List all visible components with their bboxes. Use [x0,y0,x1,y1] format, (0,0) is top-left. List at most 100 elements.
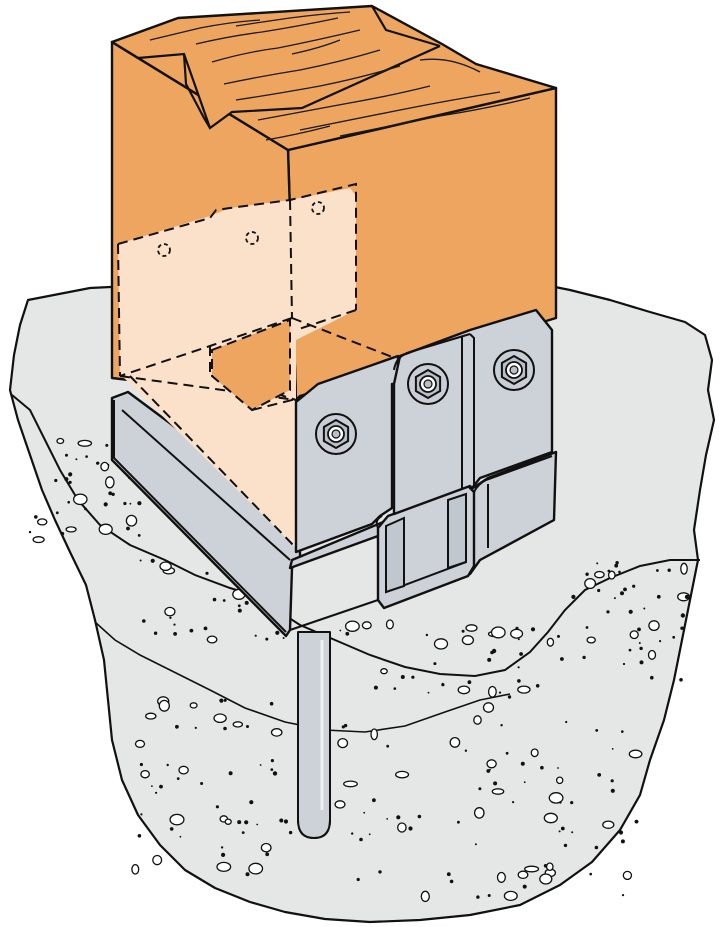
aggregate-dot [166,763,169,767]
aggregate-stone [140,769,150,779]
aggregate-stone [420,890,430,903]
aggregate-stone [433,638,449,650]
hex-bolt-icon [315,413,357,455]
aggregate-stone [530,748,539,758]
aggregate-dot [244,600,249,605]
aggregate-stone [65,526,77,533]
aggregate-stone [178,765,189,775]
aggregate-dot [679,678,683,682]
aggregate-dot [139,762,143,767]
aggregate-dot [585,626,589,629]
aggregate-dot [368,833,371,836]
aggregate-dot [628,609,633,614]
aggregate-dot [386,818,389,820]
aggregate-dot [341,725,345,729]
aggregate-stone [145,712,157,720]
aggregate-dot [594,845,599,850]
aggregate-dot [493,781,498,786]
aggregate-dot [656,569,659,572]
aggregate-dot [169,827,174,831]
aggregate-dot [517,666,520,669]
aggregate-dot [558,830,561,833]
aggregate-stone [543,812,558,824]
aggregate-dot [639,660,644,665]
aggregate-dot [129,502,132,505]
hex-bolts [315,349,535,455]
aggregate-stone [361,621,372,630]
aggregate-dot [623,587,627,592]
aggregate-stone [206,635,218,644]
aggregate-dot [189,628,194,633]
aggregate-stone [98,523,113,536]
aggregate-dot [288,830,293,835]
aggregate-dot [634,819,639,824]
aggregate-dot [179,835,182,838]
aggregate-dot [212,597,217,602]
aggregate-dot [137,534,141,537]
aggregate-dot [194,726,197,730]
aggregate-stone [473,807,485,819]
aggregate-stone [586,636,596,644]
aggregate-stone [337,737,349,749]
aggregate-dot [245,872,250,877]
aggregate-stone [473,715,482,725]
aggregate-stone [72,493,88,506]
aggregate-dot [563,843,568,848]
wood-grain-line [339,97,531,137]
aggregate-dot [487,894,491,897]
aggregate-stone [344,620,360,632]
aggregate-stone [56,437,65,445]
aggregate-dot [457,820,460,824]
aggregate-dot [222,599,226,602]
aggregate-stone [457,685,471,695]
aggregate-dot [446,872,451,877]
aggregate-dot [265,852,270,857]
aggregate-dot [478,787,482,791]
aggregate-stone [524,865,540,873]
aggregate-dot [155,791,158,794]
aggregate-dot [254,634,257,637]
aggregate-dot [153,631,158,635]
aggregate-dot [505,751,509,755]
aggregate-stone [32,536,45,544]
aggregate-dot [582,655,586,660]
aggregate-dot [596,562,599,565]
aggregate-dot [176,777,180,780]
aggregate-dot [618,830,624,835]
aggregate-dot [560,826,565,831]
wood-grain-line [419,58,481,73]
wood-grain-line [195,17,339,45]
aggregate-stone [334,800,346,809]
aggregate-dot [339,629,342,632]
aggregate-dot [530,627,536,632]
aggregate-dot [140,813,143,816]
aggregate-dot [610,788,615,793]
wood-grain-line [299,91,501,131]
aggregate-dot [441,682,444,685]
aggregate-dot [589,872,592,876]
aggregate-dot [203,626,208,631]
aggregate-dot [378,870,382,874]
aggregate-stone [482,702,495,713]
aggregate-dot [396,815,401,820]
aggregate-dot [417,814,422,819]
aggregate-dot [237,608,242,613]
aggregate-dot [111,492,115,496]
aggregate-dot [223,698,227,702]
aggregate-dot [411,675,415,679]
embedded-anchor-rod [297,631,331,840]
aggregate-dot [620,591,624,596]
aggregate-dot [638,642,641,644]
aggregate-dot [507,695,512,699]
aggregate-stone [100,461,110,472]
aggregate-stone [622,870,633,881]
hex-bolt-icon [493,349,535,391]
aggregate-stone [343,780,358,788]
aggregate-dot [467,680,472,685]
aggregate-dot [282,637,285,639]
aggregate-dot [173,623,176,626]
aggregate-dot [474,843,477,846]
aggregate-dot [351,832,354,835]
aggregate-stone [680,562,688,575]
aggregate-dot [85,455,88,458]
